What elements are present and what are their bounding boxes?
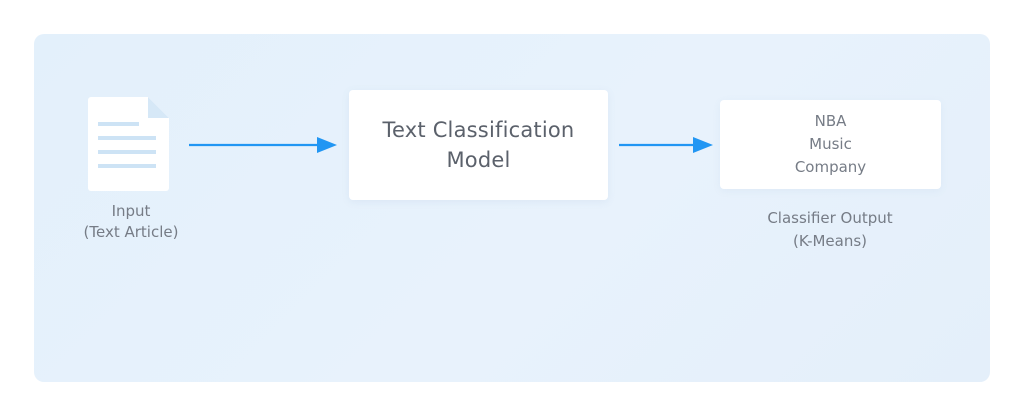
document-icon bbox=[88, 97, 169, 191]
text-classification-model-box: Text Classification Model bbox=[349, 90, 608, 200]
model-title-line-1: Text Classification bbox=[382, 118, 575, 142]
output-class-item: Music bbox=[809, 135, 852, 153]
output-class-item: Company bbox=[794, 158, 867, 176]
model-title-line-2: Model bbox=[446, 148, 511, 172]
output-class-item: NBA bbox=[814, 112, 847, 130]
arrow-model-to-output bbox=[619, 137, 713, 153]
input-label: Input (Text Article) bbox=[70, 201, 192, 243]
input-label-line-2: (Text Article) bbox=[83, 223, 179, 241]
output-label-line-2: (K-Means) bbox=[792, 232, 868, 250]
classifier-output-box: NBA Music Company bbox=[720, 100, 941, 189]
output-label-line-1: Classifier Output bbox=[767, 209, 893, 227]
output-label: Classifier Output (K-Means) bbox=[730, 207, 930, 253]
arrow-input-to-model bbox=[189, 137, 337, 153]
input-label-line-1: Input bbox=[111, 202, 151, 220]
